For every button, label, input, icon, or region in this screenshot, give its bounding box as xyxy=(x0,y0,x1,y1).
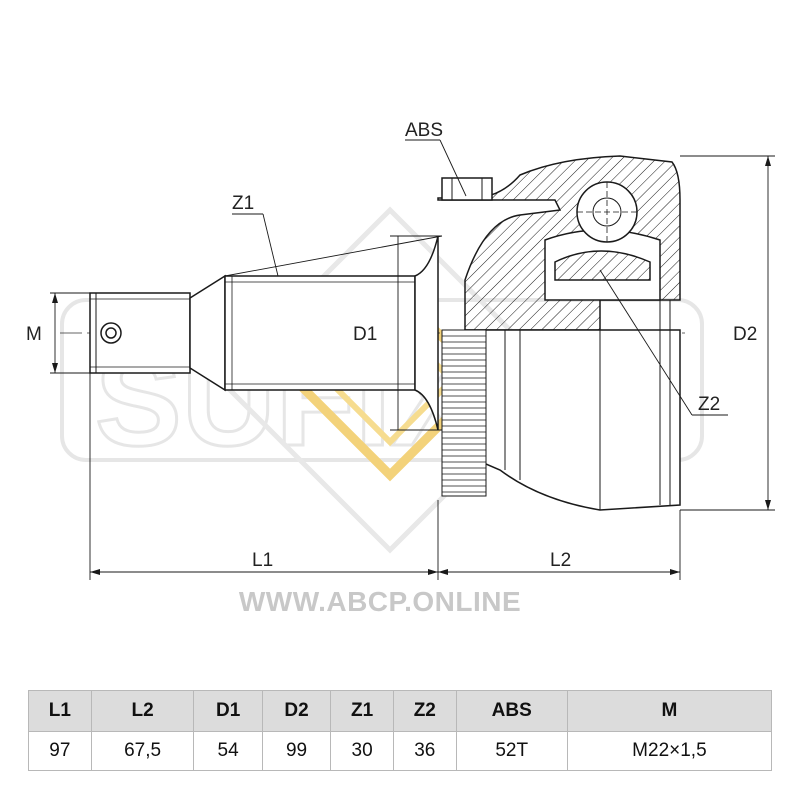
header-l1: L1 xyxy=(28,690,92,732)
housing xyxy=(437,155,681,511)
label-l1: L1 xyxy=(252,550,273,571)
arrowheads xyxy=(52,156,771,575)
label-m: M xyxy=(26,324,42,345)
header-d2: D2 xyxy=(261,690,332,732)
value-z1: 30 xyxy=(330,731,394,771)
header-l2: L2 xyxy=(90,690,195,732)
label-z2: Z2 xyxy=(698,394,720,415)
cv-joint-drawing: SUFIX WWW.ABCP.ONLINE xyxy=(26,120,775,617)
value-abs: 52T xyxy=(455,731,568,771)
watermark-url: WWW.ABCP.ONLINE xyxy=(239,586,521,617)
header-z2: Z2 xyxy=(392,690,457,732)
label-d2: D2 xyxy=(733,324,757,345)
abs-tone-ring xyxy=(441,329,487,497)
header-abs: ABS xyxy=(455,690,568,732)
dimensions xyxy=(50,139,775,580)
value-d2: 99 xyxy=(261,731,332,771)
value-d1: 54 xyxy=(193,731,263,771)
header-d1: D1 xyxy=(193,690,263,732)
value-l1: 97 xyxy=(28,731,92,771)
specs-value-row: 97 67,5 54 99 30 36 52T M22×1,5 xyxy=(28,731,773,771)
header-m: M xyxy=(566,690,773,732)
value-z2: 36 xyxy=(392,731,457,771)
label-abs: ABS xyxy=(405,120,443,141)
shaft xyxy=(89,235,439,431)
specs-table: L1 L2 D1 D2 Z1 Z2 ABS M 97 67,5 54 99 30… xyxy=(28,690,773,771)
label-z1: Z1 xyxy=(232,193,254,214)
value-m: M22×1,5 xyxy=(566,731,773,771)
specs-header-row: L1 L2 D1 D2 Z1 Z2 ABS M xyxy=(28,690,773,732)
label-d1: D1 xyxy=(353,324,377,345)
value-l2: 67,5 xyxy=(90,731,195,771)
label-l2: L2 xyxy=(550,550,571,571)
header-z1: Z1 xyxy=(330,690,394,732)
